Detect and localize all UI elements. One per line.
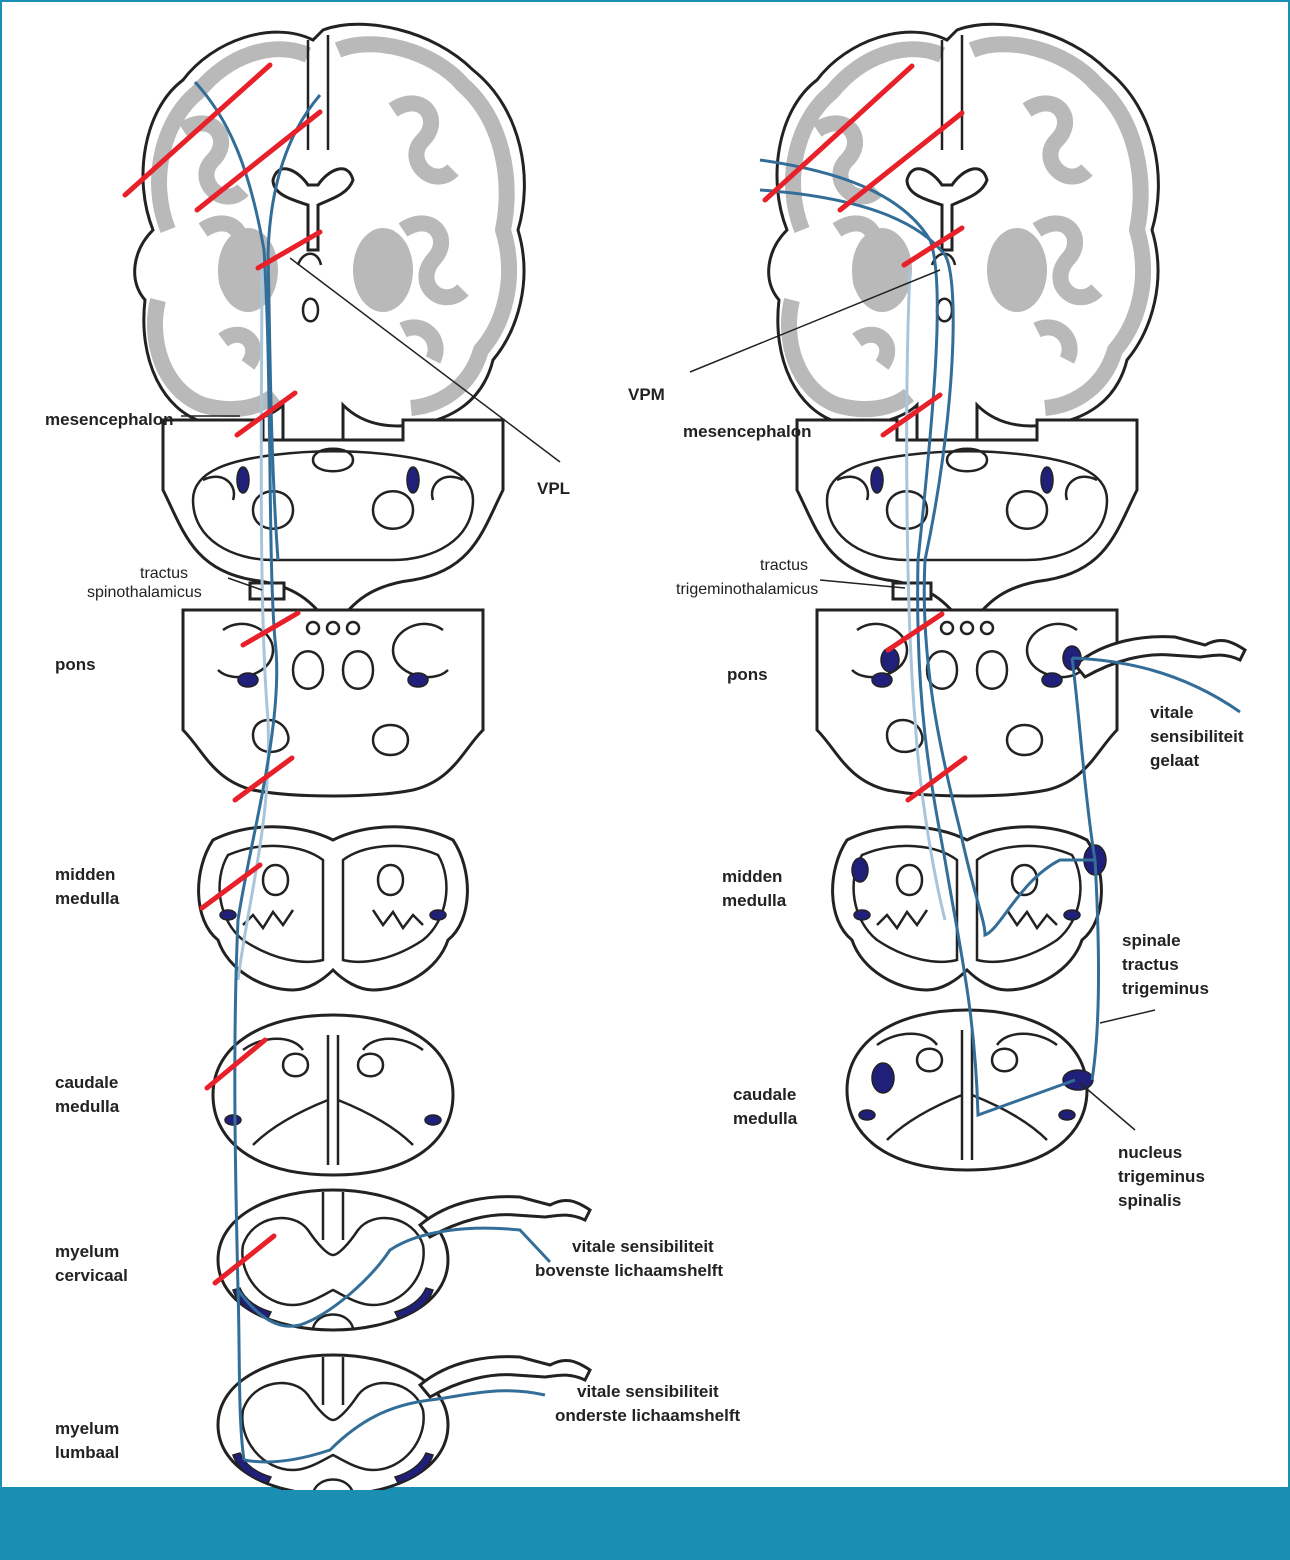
right-mid-medulla-section bbox=[833, 827, 1102, 990]
right-label-tract-2: trigeminothalamicus bbox=[676, 581, 818, 598]
footer-bar bbox=[0, 1487, 1290, 1560]
left-label-lumbaal-1: myelum bbox=[55, 1419, 119, 1438]
right-label-pons: pons bbox=[727, 665, 768, 684]
left-label-midden-1: midden bbox=[55, 865, 115, 884]
right-label-nucleus-1: nucleus bbox=[1118, 1143, 1182, 1162]
left-label-lumbaal-2: lumbaal bbox=[55, 1443, 119, 1462]
right-label-nucleus-3: spinalis bbox=[1118, 1191, 1181, 1210]
right-label-face-2: sensibiliteit bbox=[1150, 727, 1244, 746]
left-pons-section bbox=[183, 610, 483, 796]
right-label-vpm: VPM bbox=[628, 385, 665, 404]
right-label-midden-1: midden bbox=[722, 867, 782, 886]
right-label-midden-2: medulla bbox=[722, 891, 787, 910]
right-caudal-nucleus-right bbox=[1063, 1070, 1093, 1090]
left-label-caudale-1: caudale bbox=[55, 1073, 118, 1092]
left-label-vpl: VPL bbox=[537, 479, 570, 498]
right-label-face-3: gelaat bbox=[1150, 751, 1199, 770]
right-label-spinal-2: tractus bbox=[1122, 955, 1179, 974]
pathway-diagram: mesencephalon VPL tractus spinothalamicu… bbox=[0, 0, 1290, 1490]
left-tract-box bbox=[250, 583, 284, 599]
left-label-pons: pons bbox=[55, 655, 96, 674]
left-label-mesencephalon: mesencephalon bbox=[45, 410, 174, 429]
left-label-upper-body-2: bovenste lichaamshelft bbox=[535, 1261, 723, 1280]
left-caudal-medulla-section bbox=[213, 1015, 453, 1175]
right-pons-section bbox=[817, 610, 1117, 796]
left-label-cervicaal-2: cervicaal bbox=[55, 1266, 128, 1285]
left-label-upper-body-1: vitale sensibiliteit bbox=[572, 1237, 714, 1256]
right-label-caudale-1: caudale bbox=[733, 1085, 796, 1104]
left-label-lower-body-2: onderste lichaamshelft bbox=[555, 1406, 741, 1425]
right-label-nucleus-2: trigeminus bbox=[1118, 1167, 1205, 1186]
right-panel: VPM mesencephalon tractus trigeminothala… bbox=[628, 24, 1245, 1210]
right-spinal-leader bbox=[1100, 1010, 1155, 1023]
left-label-tract-1: tractus bbox=[140, 565, 188, 582]
right-label-spinal-3: trigeminus bbox=[1122, 979, 1209, 998]
right-label-face-1: vitale bbox=[1150, 703, 1193, 722]
left-label-cervicaal-1: myelum bbox=[55, 1242, 119, 1261]
right-mesencephalon-section bbox=[797, 420, 1137, 630]
left-label-lower-body-1: vitale sensibiliteit bbox=[577, 1382, 719, 1401]
left-lumbar-cord-section bbox=[218, 1355, 448, 1490]
right-label-caudale-2: medulla bbox=[733, 1109, 798, 1128]
right-label-tract-1: tractus bbox=[760, 557, 808, 574]
right-caudal-nucleus-left bbox=[872, 1063, 894, 1093]
left-label-midden-2: medulla bbox=[55, 889, 120, 908]
left-label-caudale-2: medulla bbox=[55, 1097, 120, 1116]
right-label-spinal-1: spinale bbox=[1122, 931, 1181, 950]
left-mesencephalon-section bbox=[163, 420, 503, 630]
right-label-mesencephalon: mesencephalon bbox=[683, 422, 812, 441]
left-label-tract-2: spinothalamicus bbox=[87, 584, 202, 601]
left-panel: mesencephalon VPL tractus spinothalamicu… bbox=[45, 24, 741, 1490]
right-medulla-nucleus-left bbox=[852, 858, 868, 882]
right-nucleus-leader bbox=[1080, 1083, 1135, 1130]
